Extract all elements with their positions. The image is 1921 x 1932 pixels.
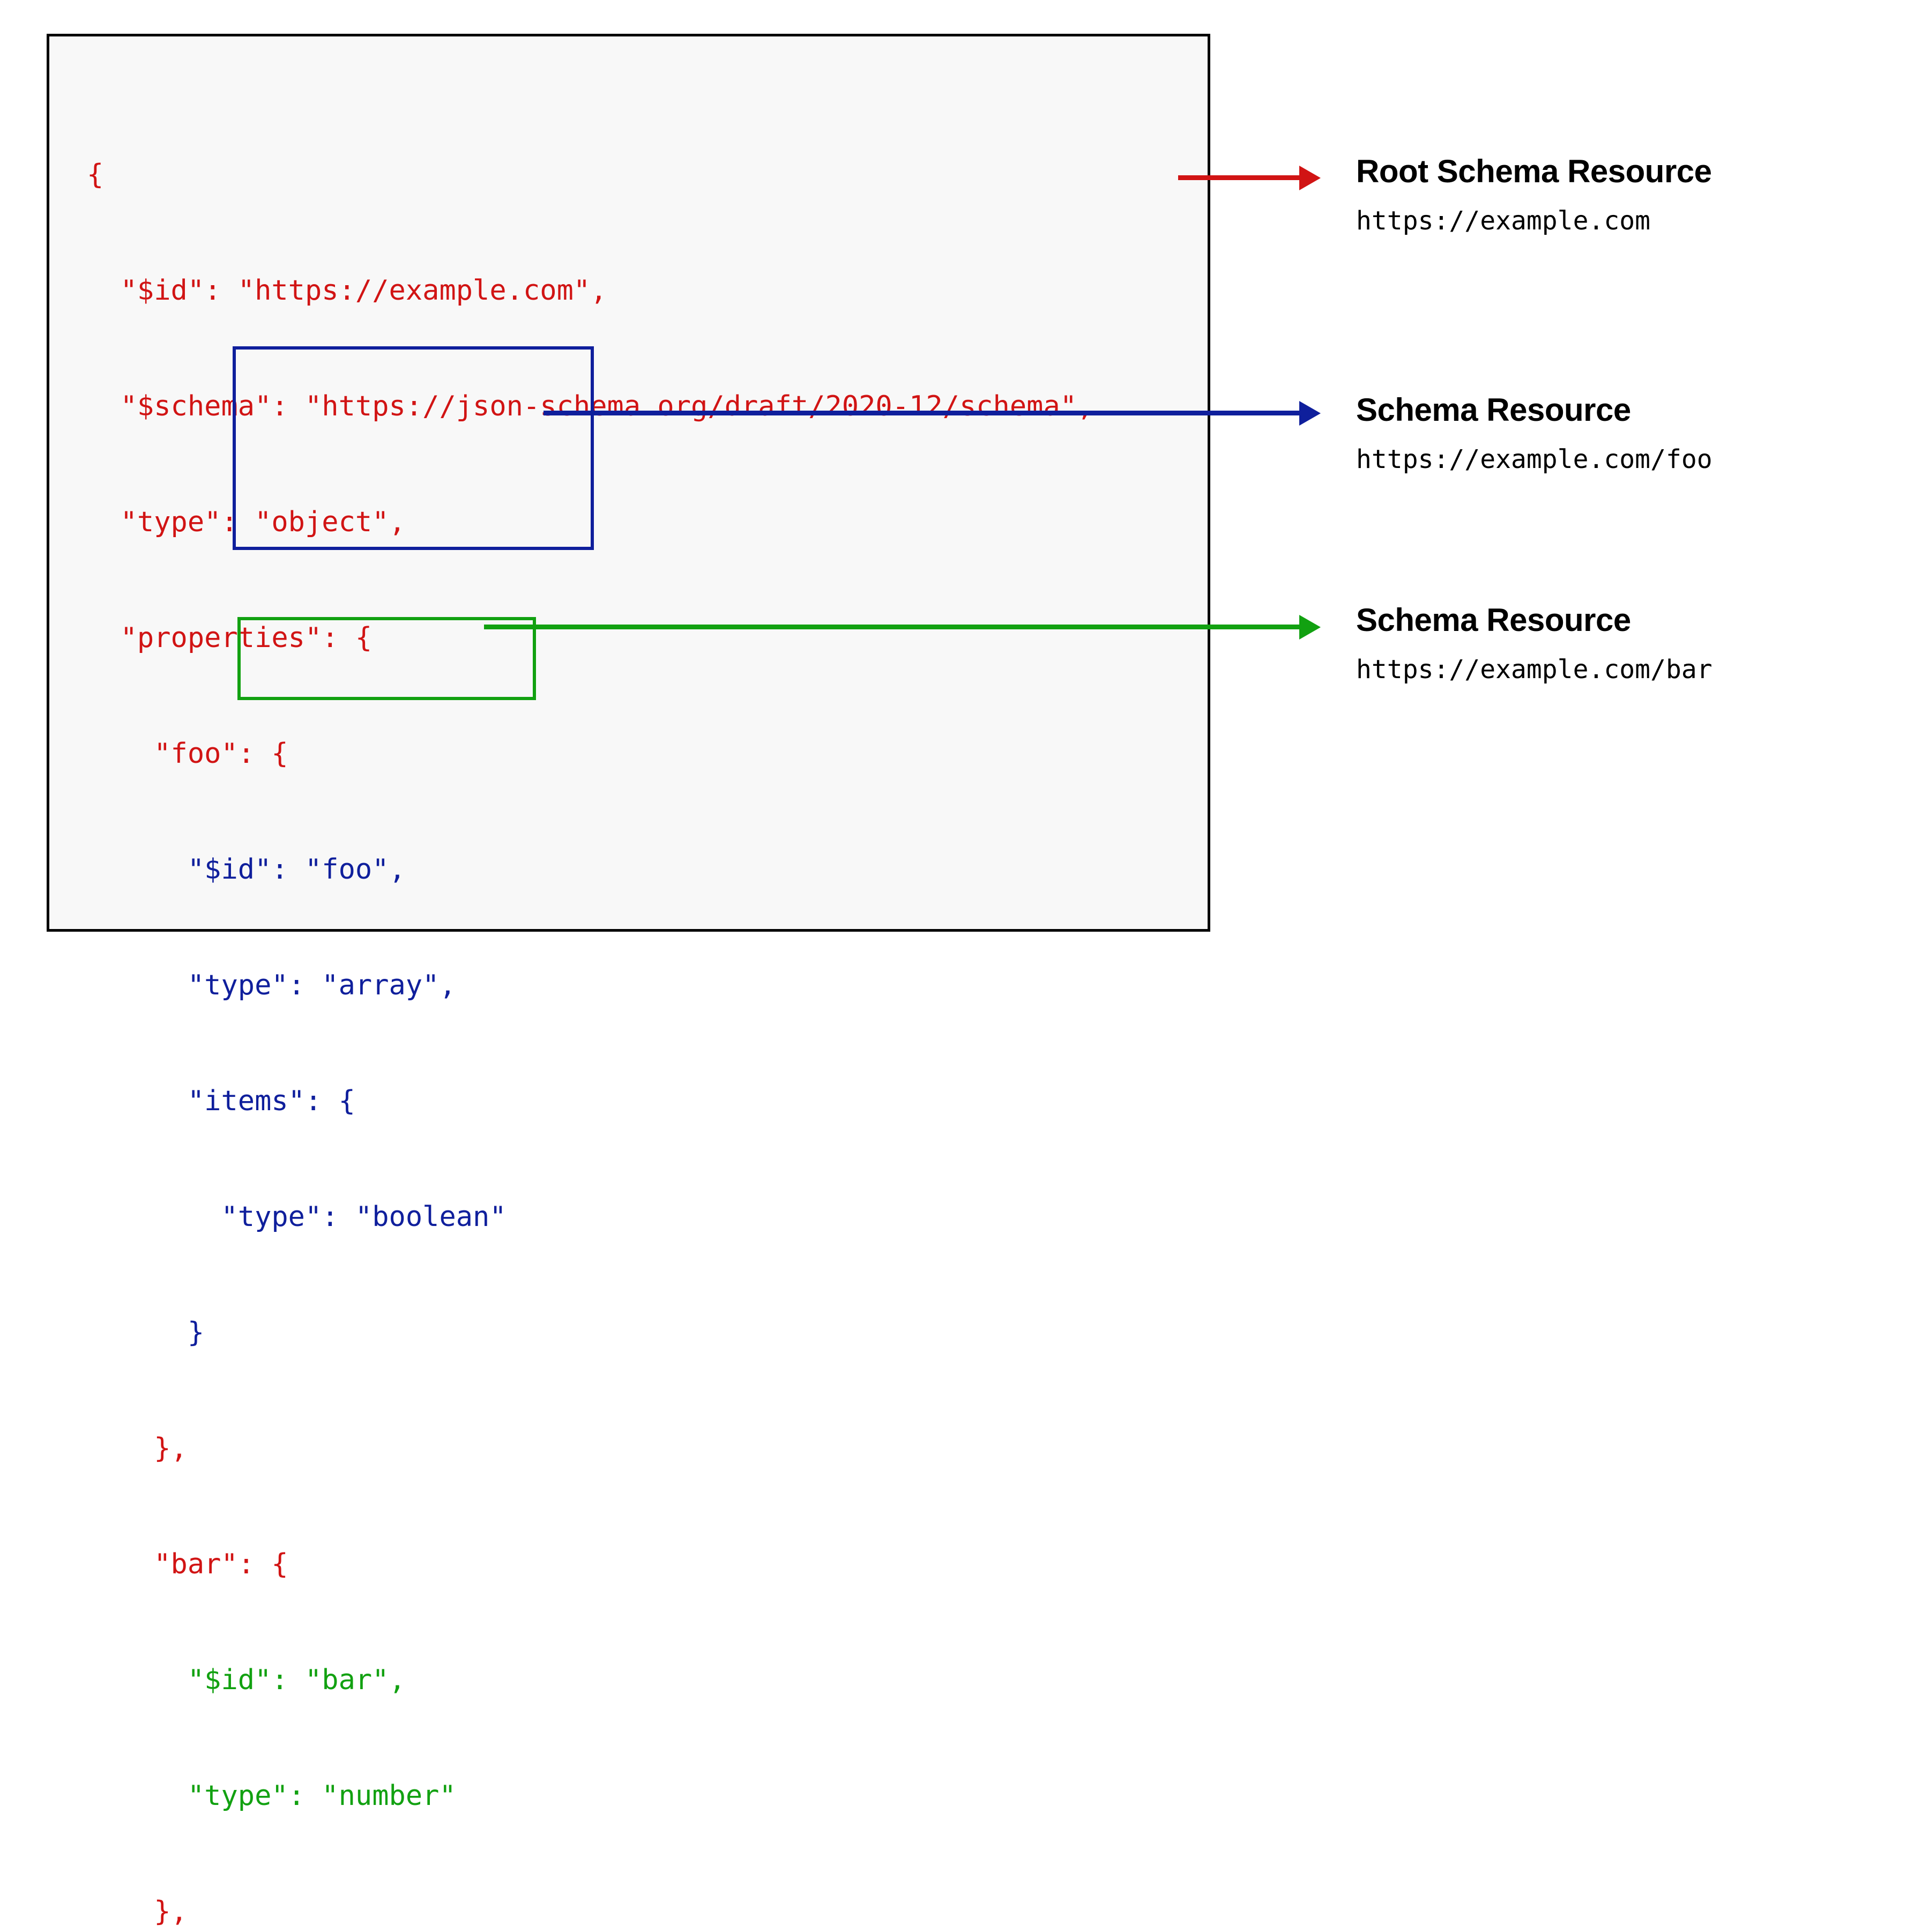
annotation-title: Root Schema Resource bbox=[1356, 153, 1712, 189]
annotation-url: https://example.com/foo bbox=[1356, 444, 1712, 474]
highlight-box-foo bbox=[233, 346, 594, 550]
code-line: { bbox=[87, 159, 104, 191]
code-line: } bbox=[87, 1317, 205, 1349]
annotation-title: Schema Resource bbox=[1356, 602, 1631, 638]
arrow-head-root bbox=[1299, 166, 1321, 190]
annotation-title: Schema Resource bbox=[1356, 392, 1631, 428]
code-line: }, bbox=[87, 1896, 188, 1928]
code-panel: { "$id": "https://example.com", "$schema… bbox=[47, 34, 1210, 1928]
arrow-head-foo bbox=[1299, 401, 1321, 426]
annotation-url: https://example.com/bar bbox=[1356, 655, 1712, 685]
code-line: }, bbox=[87, 1432, 188, 1465]
code-line: "items": { bbox=[87, 1085, 355, 1117]
annotation-bar: Schema Resource https://example.com/bar bbox=[1356, 601, 1712, 685]
arrow-line-foo bbox=[543, 411, 1302, 415]
code-line: "type": "boolean" bbox=[87, 1201, 507, 1233]
code-line: "$id": "https://example.com", bbox=[87, 274, 607, 307]
annotation-url: https://example.com bbox=[1356, 206, 1651, 236]
code-line: "type": "number" bbox=[87, 1780, 456, 1812]
arrow-head-bar bbox=[1299, 615, 1321, 640]
code-line: "$id": "foo", bbox=[87, 853, 406, 886]
annotation-root: Root Schema Resource https://example.com bbox=[1356, 153, 1712, 236]
code-line: "type": "object", bbox=[87, 506, 406, 538]
code-line: "foo": { bbox=[87, 738, 288, 770]
annotation-foo: Schema Resource https://example.com/foo bbox=[1356, 391, 1712, 474]
arrow-line-bar bbox=[484, 625, 1302, 629]
highlight-box-bar bbox=[237, 617, 536, 700]
code-line: "bar": { bbox=[87, 1548, 288, 1580]
code-line: "$id": "bar", bbox=[87, 1664, 406, 1696]
arrow-line-root bbox=[1178, 175, 1302, 180]
code-line: "type": "array", bbox=[87, 969, 456, 1001]
code-line: "properties": { bbox=[87, 622, 373, 654]
code-line: "$schema": "https://json-schema.org/draf… bbox=[87, 390, 1094, 422]
